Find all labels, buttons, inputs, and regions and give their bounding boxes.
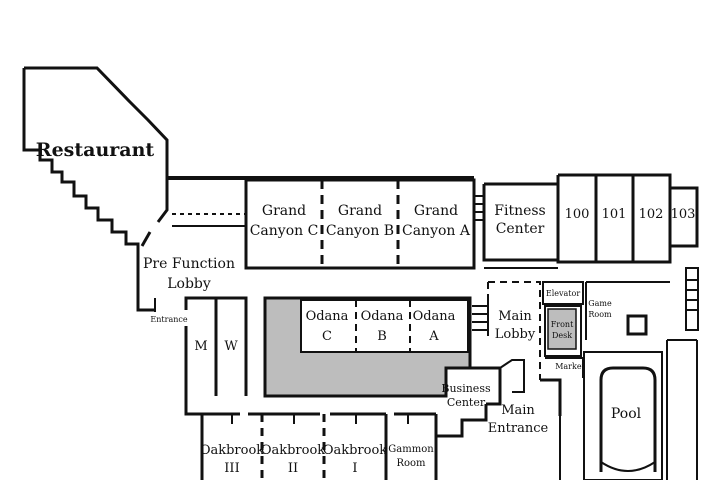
restaurant-area[interactable]: Restaurant — [22, 66, 169, 256]
room-100-label[interactable]: 100 — [565, 207, 590, 222]
room-101-label[interactable]: 101 — [602, 207, 627, 222]
room-102-label[interactable]: 102 — [639, 207, 664, 222]
market-label: Market — [555, 362, 585, 371]
guest-rooms — [556, 173, 699, 264]
stairs-icon — [474, 195, 484, 221]
restaurant-label: Restaurant — [36, 139, 155, 161]
elevator-area[interactable]: Elevator — [542, 281, 584, 305]
oakbrook-rooms — [196, 412, 438, 480]
elevator-label: Elevator — [546, 289, 580, 298]
market-area[interactable]: Market — [545, 357, 586, 378]
odana-rooms — [263, 296, 472, 398]
stairs-icon — [472, 300, 489, 336]
grand-canyon-rooms — [244, 178, 476, 270]
restroom-w-label[interactable]: W — [224, 339, 238, 354]
restroom-m-label[interactable]: M — [194, 339, 207, 354]
pool-label: Pool — [611, 406, 642, 422]
entrance-label[interactable]: Entrance — [150, 315, 187, 324]
pool-area[interactable]: Pool — [583, 351, 663, 480]
stairs-icon — [685, 267, 699, 331]
restrooms — [184, 296, 248, 416]
room-103-label[interactable]: 103 — [671, 207, 696, 222]
